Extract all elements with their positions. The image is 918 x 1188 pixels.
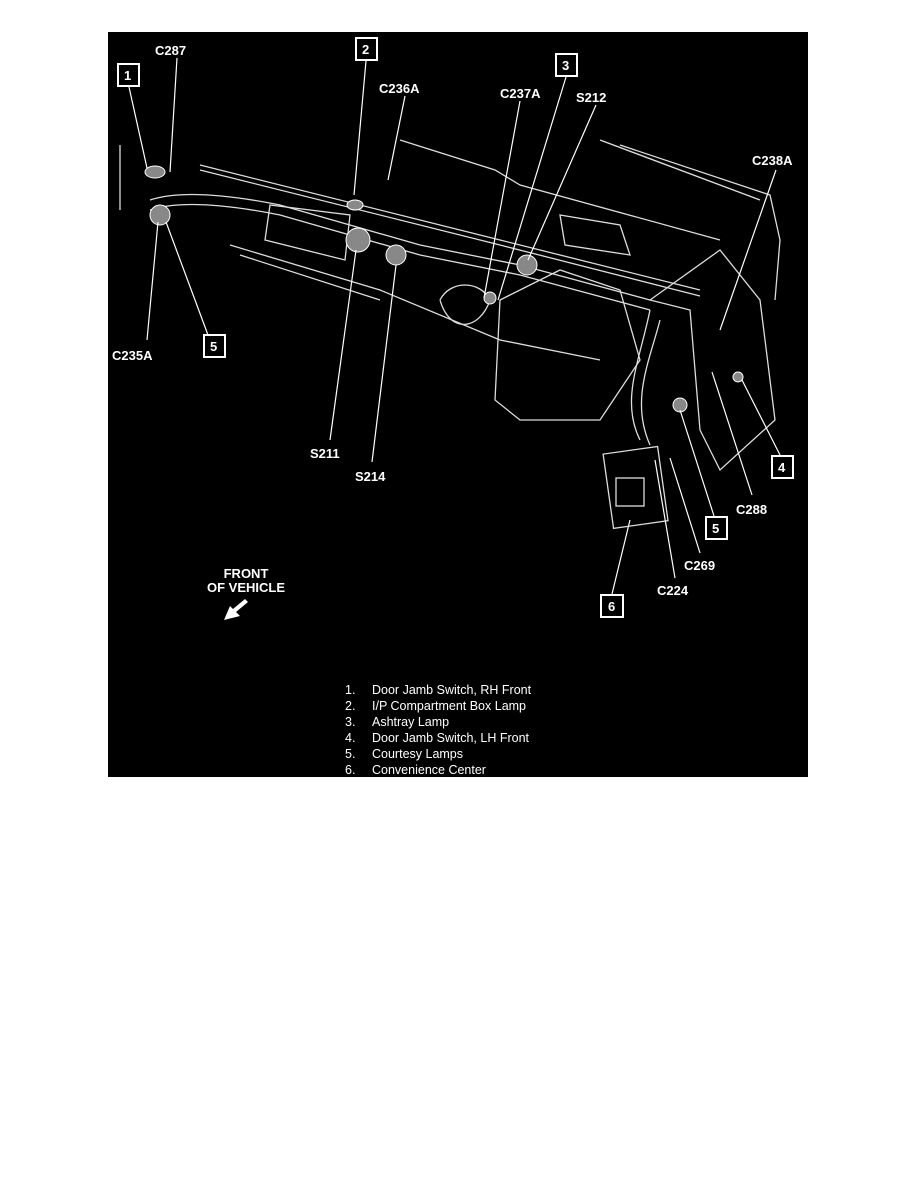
callout-2: 2 [355, 37, 378, 61]
legend-text: Door Jamb Switch, LH Front [372, 731, 530, 745]
callout-6: 6 [600, 594, 624, 618]
callout-4: 4 [771, 455, 794, 479]
label-c236a: C236A [379, 81, 420, 96]
legend-item: 6. Convenience Center [345, 763, 486, 777]
legend-text: 5. [345, 747, 355, 761]
callout-number: 5 [210, 339, 217, 354]
label-c287: C287 [155, 43, 186, 58]
legend-item: 1. Door Jamb Switch, RH Front [345, 683, 532, 697]
label-s211: S211 [310, 446, 340, 461]
callout-number: 4 [778, 460, 786, 475]
callout-5-left: 5 [203, 334, 226, 358]
label-c235a: C235A [112, 348, 153, 363]
front-label: FRONT [224, 566, 269, 581]
label-s212: S212 [576, 90, 606, 105]
callout-3: 3 [555, 53, 578, 77]
label-s214: S214 [355, 469, 386, 484]
legend-text: I/P Compartment Box Lamp [372, 699, 526, 713]
legend: 1. Door Jamb Switch, RH Front 2. I/P Compa… [345, 683, 532, 777]
legend-text: 4. [345, 731, 355, 745]
front-of-vehicle-indicator: FRONT OF VEHICLE [207, 566, 285, 620]
legend-text: Convenience Center [372, 763, 486, 777]
of-vehicle-label: OF VEHICLE [207, 580, 285, 595]
label-c237a: C237A [500, 86, 541, 101]
legend-text: 1. [345, 683, 355, 697]
harness-drawing [119, 139, 781, 530]
callout-1: 1 [117, 63, 140, 87]
callout-number: 2 [362, 42, 369, 57]
legend-item: 3. Ashtray Lamp [345, 715, 449, 729]
label-c224: C224 [657, 583, 689, 598]
callout-number: 3 [562, 58, 569, 73]
legend-text: 2. [345, 699, 355, 713]
arrow-down-left-icon [224, 599, 248, 620]
callout-number: 6 [608, 599, 615, 614]
callout-number: 5 [712, 521, 719, 536]
legend-item: 5. Courtesy Lamps [345, 747, 463, 761]
diagram-background [108, 32, 808, 777]
callout-number: 1 [124, 68, 131, 83]
label-c238a: C238A [752, 153, 793, 168]
label-c288: C288 [736, 502, 767, 517]
label-c269: C269 [684, 558, 715, 573]
legend-text: Courtesy Lamps [372, 747, 463, 761]
legend-text: 3. [345, 715, 355, 729]
callout-5-right: 5 [705, 516, 728, 540]
legend-text: 6. [345, 763, 355, 777]
legend-item: 2. I/P Compartment Box Lamp [345, 699, 526, 713]
legend-item: 4. Door Jamb Switch, LH Front [345, 731, 530, 745]
legend-text: Door Jamb Switch, RH Front [372, 683, 532, 697]
leader-lines [128, 57, 781, 595]
legend-text: Ashtray Lamp [372, 715, 449, 729]
